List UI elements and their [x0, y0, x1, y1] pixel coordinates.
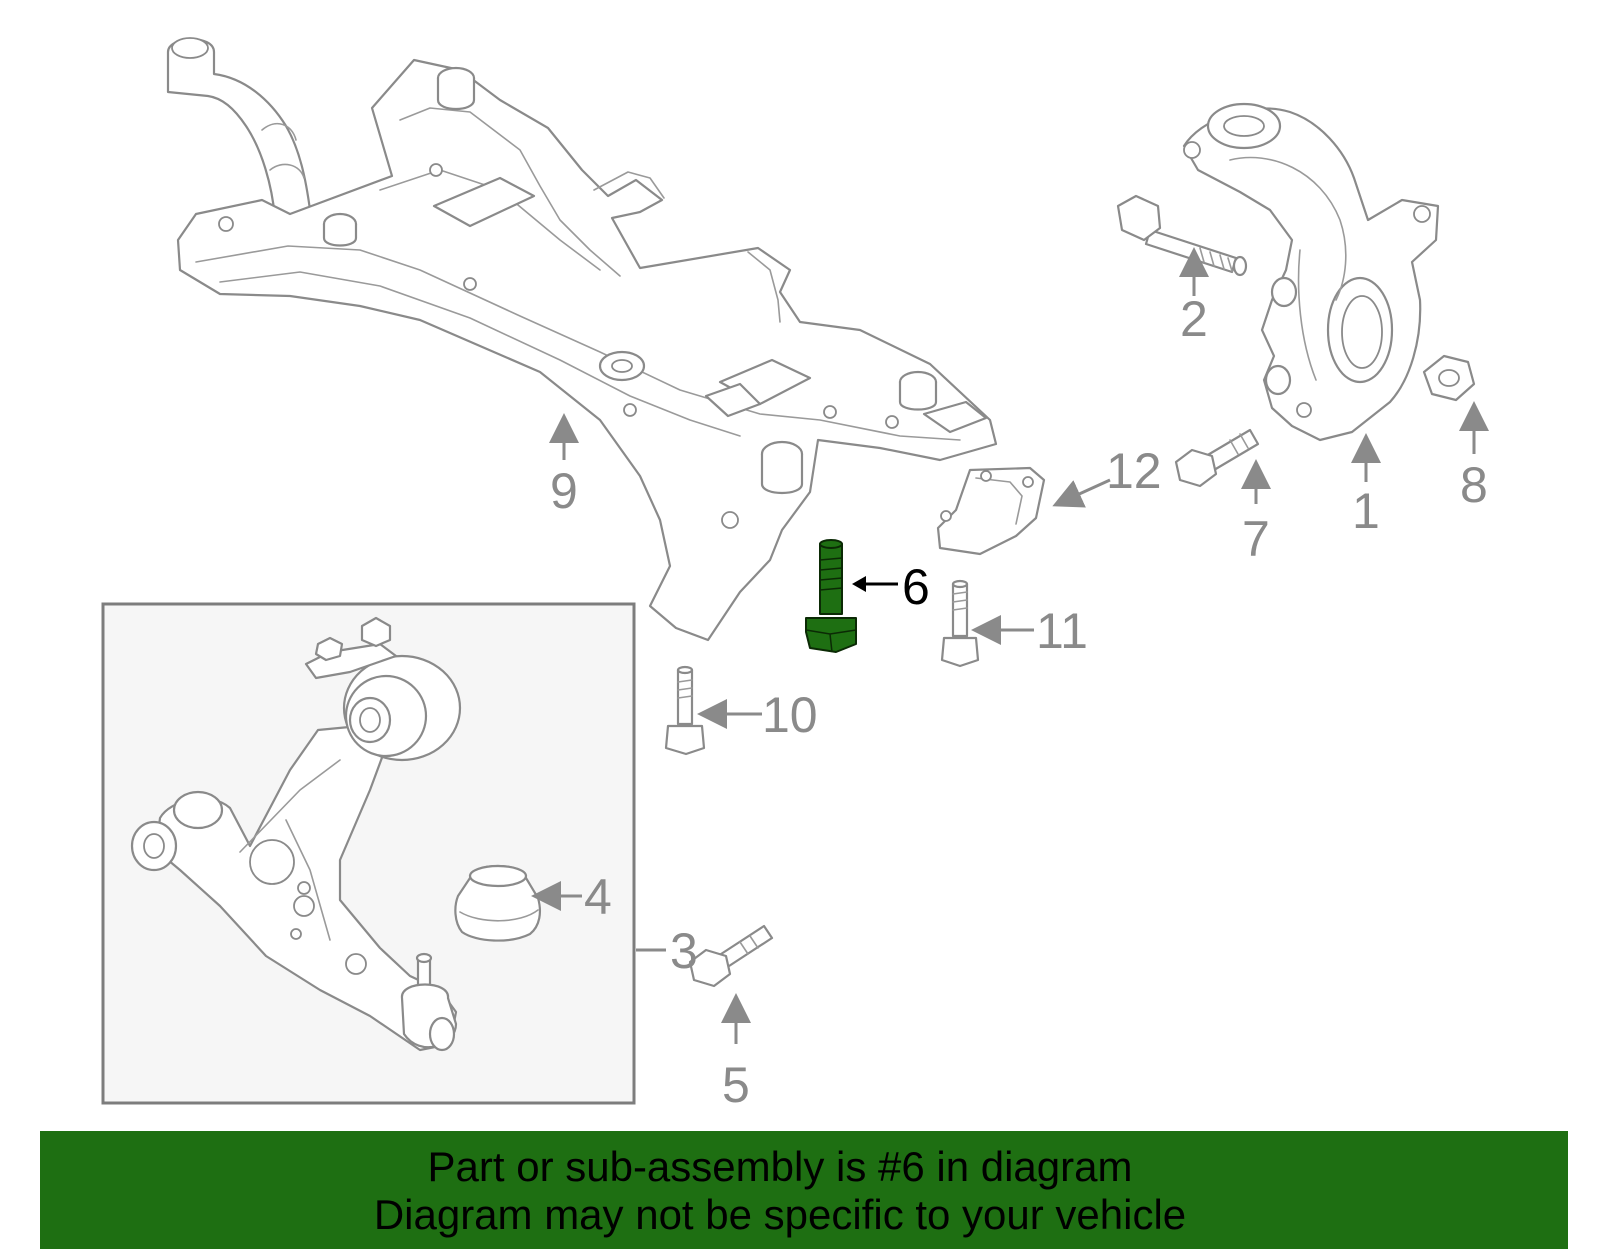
callout-11: 11 — [1036, 603, 1088, 659]
callout-4: 4 — [584, 869, 612, 925]
nut-8[interactable] — [1422, 354, 1476, 402]
callout-7: 7 — [1242, 511, 1270, 567]
steering-knuckle[interactable] — [1182, 102, 1440, 442]
bracket-12[interactable] — [936, 466, 1046, 556]
bolt-5[interactable] — [688, 924, 774, 988]
control-arm-inset — [101, 602, 636, 1105]
banner-line-1: Part or sub-assembly is #6 in diagram — [427, 1143, 1133, 1190]
callout-5: 5 — [722, 1057, 750, 1113]
callout-labels: 1 2 3 4 5 6 7 8 9 10 11 12 — [550, 291, 1488, 1113]
callout-1: 1 — [1352, 483, 1380, 539]
callout-9: 9 — [550, 463, 578, 519]
callout-10: 10 — [762, 687, 818, 743]
bolt-11[interactable] — [940, 579, 980, 668]
bolt-10[interactable] — [664, 665, 706, 756]
notice-banner: Part or sub-assembly is #6 in diagram Di… — [40, 1131, 1568, 1249]
callout-2: 2 — [1180, 291, 1208, 347]
callout-6: 6 — [902, 559, 930, 615]
callout-8: 8 — [1460, 457, 1488, 513]
bolt-7[interactable] — [1174, 428, 1260, 488]
banner-line-2: Diagram may not be specific to your vehi… — [373, 1191, 1187, 1238]
callout-3: 3 — [670, 923, 698, 979]
leader-lines — [531, 247, 1489, 1044]
bolt-2[interactable] — [1116, 194, 1248, 277]
subframe-crossmember[interactable] — [166, 37, 998, 642]
callout-12: 12 — [1106, 443, 1162, 499]
bolt-6-highlighted[interactable] — [805, 539, 857, 653]
lower-control-arm[interactable] — [130, 616, 462, 1052]
dust-boot-4[interactable] — [454, 864, 541, 942]
